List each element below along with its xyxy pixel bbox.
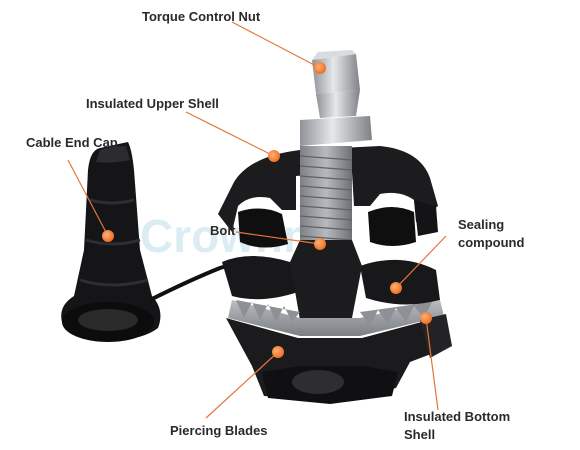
label-sealing-compound-line1: Sealing (458, 217, 505, 232)
label-insulated-bottom-shell-line2: Shell (404, 427, 436, 442)
leader-blades (205, 351, 279, 419)
orange-dot-icon (420, 312, 432, 324)
orange-dot-icon (314, 238, 326, 250)
label-cable-end-cap: Cable End Cap (26, 135, 118, 150)
label-insulated-bottom-shell: Insulated Bottom Shell (404, 408, 544, 444)
label-torque-control-nut: Torque Control Nut (142, 9, 261, 24)
orange-dot-icon (268, 150, 280, 162)
orange-dot-icon (102, 230, 114, 242)
leader-torque-nut (231, 21, 321, 69)
leader-lines (67, 21, 447, 419)
leader-end-cap (67, 159, 109, 237)
lower-jaw (222, 240, 440, 320)
leader-sealing (395, 235, 447, 289)
orange-dot-icon (272, 346, 284, 358)
orange-dot-icon (390, 282, 402, 294)
label-bolt: Bolt (210, 223, 236, 238)
leader-bottom-shell (425, 317, 439, 411)
orange-dot-icon (314, 62, 326, 74)
label-sealing-compound-line2: compound (458, 235, 525, 250)
markers (102, 62, 432, 358)
insulated-bottom-shell (226, 314, 452, 404)
label-piercing-blades: Piercing Blades (170, 423, 268, 438)
label-sealing-compound: Sealing compound (458, 216, 568, 252)
piercing-blades (228, 300, 444, 336)
leader-upper-shell (185, 111, 275, 157)
label-insulated-upper-shell: Insulated Upper Shell (86, 96, 219, 111)
torque-control-nut (300, 50, 372, 146)
leader-bolt (235, 231, 321, 245)
label-insulated-bottom-shell-line1: Insulated Bottom (404, 409, 511, 424)
